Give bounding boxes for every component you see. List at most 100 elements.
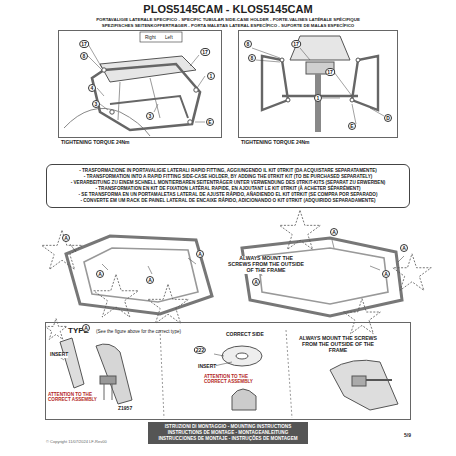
bike-rear-view — [262, 56, 378, 110]
fixing-parts — [214, 354, 232, 366]
bike-rear-view — [356, 58, 360, 62]
bike-rear-view — [252, 48, 384, 124]
callout-number: 8 — [248, 54, 256, 62]
callout-number: D — [384, 114, 392, 122]
side-case-frames — [70, 244, 196, 274]
node-text: (See the figure above for the correct ty… — [96, 329, 181, 335]
callout-number: A — [62, 234, 70, 242]
star-marker — [94, 274, 139, 317]
side-case-frames — [66, 236, 212, 314]
note-text: INSERT — [50, 352, 68, 358]
callout-number: A — [96, 270, 104, 278]
bike-side-view — [92, 64, 200, 130]
callout-number: 8 — [244, 40, 252, 48]
callout-number: 17 — [325, 68, 335, 76]
fixing-parts — [352, 376, 366, 386]
note-text: ALWAYS MOUNT THE SCREWS FROM THE OUTSIDE… — [298, 336, 378, 354]
node-text: - SE TRANSFORMA EN UN PORTAMALETAS LATER… — [51, 192, 405, 198]
bike-side-view — [88, 44, 205, 122]
node-text: TIGHTENING TORQUE 24Nm — [241, 139, 310, 146]
callout-number: 17 — [79, 40, 89, 48]
side-case-frames — [242, 238, 402, 316]
fixing-parts — [104, 384, 112, 400]
callout-number: A — [146, 276, 154, 284]
callout-number: 8 — [80, 52, 88, 60]
callout-number: A — [82, 324, 90, 332]
bike-side-view — [194, 88, 198, 92]
bike-side-view — [140, 32, 182, 42]
fixing-parts — [160, 330, 164, 418]
star-marker — [393, 254, 432, 291]
callout-number: A — [382, 270, 390, 278]
callout-number: 1 — [207, 72, 215, 80]
fixing-parts — [366, 379, 392, 381]
fixing-parts — [58, 330, 398, 418]
node-text: TIGHTENING TORQUE 24Nm — [61, 139, 130, 146]
star-marker — [148, 284, 189, 323]
fixing-parts — [60, 338, 84, 388]
callout-number: 222 — [194, 346, 206, 354]
bike-side-view — [102, 68, 106, 72]
callout-number: E — [348, 122, 356, 130]
callout-number: 3 — [92, 100, 100, 108]
bike-side-view — [110, 110, 114, 114]
note-text: CORRECT SIDE — [226, 332, 264, 338]
sheet-title: PLOS5145CAM - KLOS5145CAM — [0, 3, 456, 16]
callout-number: 4 — [88, 84, 96, 92]
callout-number: E — [206, 118, 214, 126]
warning-note: ATTENTION TO THE CORRECT ASSEMBLY — [204, 374, 260, 385]
star-marker — [42, 210, 432, 339]
bike-rear-view — [280, 58, 284, 62]
figure-panel: TIGHTENING TORQUE 24Nm — [238, 30, 398, 138]
bike-side-view — [64, 108, 150, 136]
callout-number: 17 — [291, 40, 301, 48]
callout-number: A — [196, 250, 204, 258]
bike-rear-view — [290, 36, 350, 60]
callout-number: A — [252, 278, 260, 286]
note-text: ALWAYS MOUNT THE SCREWS FROM THE OUTSIDE… — [228, 256, 304, 274]
node-text: INSTRUCCIONES DE MONTAJE - INSTRUÇÕES DE… — [151, 436, 305, 442]
node-text: - TRANSFORMATION INTO A RAPID FITTING SI… — [51, 174, 405, 180]
callout-number: A — [400, 244, 408, 252]
fixing-parts — [96, 344, 132, 404]
node-text: - TRANSFORMATION EN KIT DE FIXATION LATÉ… — [51, 186, 405, 192]
warning-note: ATTENTION TO THE CORRECT ASSEMBLY — [48, 392, 98, 403]
node-text: - VERARBEITUNG ZU EINEM SCHNELL MONTIERB… — [51, 180, 405, 186]
note-text: 5/9 — [404, 433, 411, 439]
note-text: © Copyright 11/07/2024 LF-Rev00 — [46, 440, 107, 445]
node-text: - CONVERTE EM UM RACK DE PAINEL LATERAL … — [51, 198, 405, 204]
node-text: ISTRUZIONI DI MONTAGGIO - MOUNTING INSTR… — [151, 424, 305, 430]
callout-number: 3 — [146, 112, 154, 120]
fixing-parts — [286, 330, 292, 418]
fixing-parts — [236, 353, 248, 359]
bike-side-view — [188, 120, 192, 124]
note-text: INSERT — [198, 364, 216, 370]
note-text: Z1957 — [118, 406, 132, 412]
side-case-frames — [84, 248, 198, 302]
fixing-parts — [232, 389, 256, 410]
bike-rear-view — [252, 36, 384, 132]
fixing-parts — [330, 360, 398, 410]
node-text: - TRASFORMAZIONE IN PORTAVALIGIE LATERAL… — [51, 168, 405, 174]
footer-band: ISTRUZIONI DI MONTAGGIO - MOUNTING INSTR… — [148, 422, 308, 444]
side-tag: Left — [163, 34, 175, 41]
note-box: - TRASFORMAZIONE IN PORTAVALIGIE LATERAL… — [46, 164, 410, 208]
node-text: INSTRUCTIONS DE MONTAGE - MONTAGEANLEITU… — [151, 430, 305, 436]
bike-rear-view — [286, 98, 290, 102]
callout-number: 1 — [314, 94, 322, 102]
bike-rear-view — [350, 98, 354, 102]
side-case-frames — [70, 240, 404, 276]
callout-number: A — [330, 228, 338, 236]
star-marker — [344, 299, 381, 334]
side-tag: Right — [143, 34, 158, 41]
bike-side-view — [64, 32, 205, 136]
bike-rear-view — [315, 74, 321, 132]
subtitle: SPEZIFISCHES SEITENKOFFERTRÄGER - PORTA … — [0, 23, 456, 28]
callout-number: 17 — [200, 48, 210, 56]
star-marker — [42, 230, 83, 269]
subtitle: PORTAVALIGIE LATERALE SPECIFICO - SPECIF… — [0, 17, 456, 22]
fixing-parts — [100, 376, 116, 384]
